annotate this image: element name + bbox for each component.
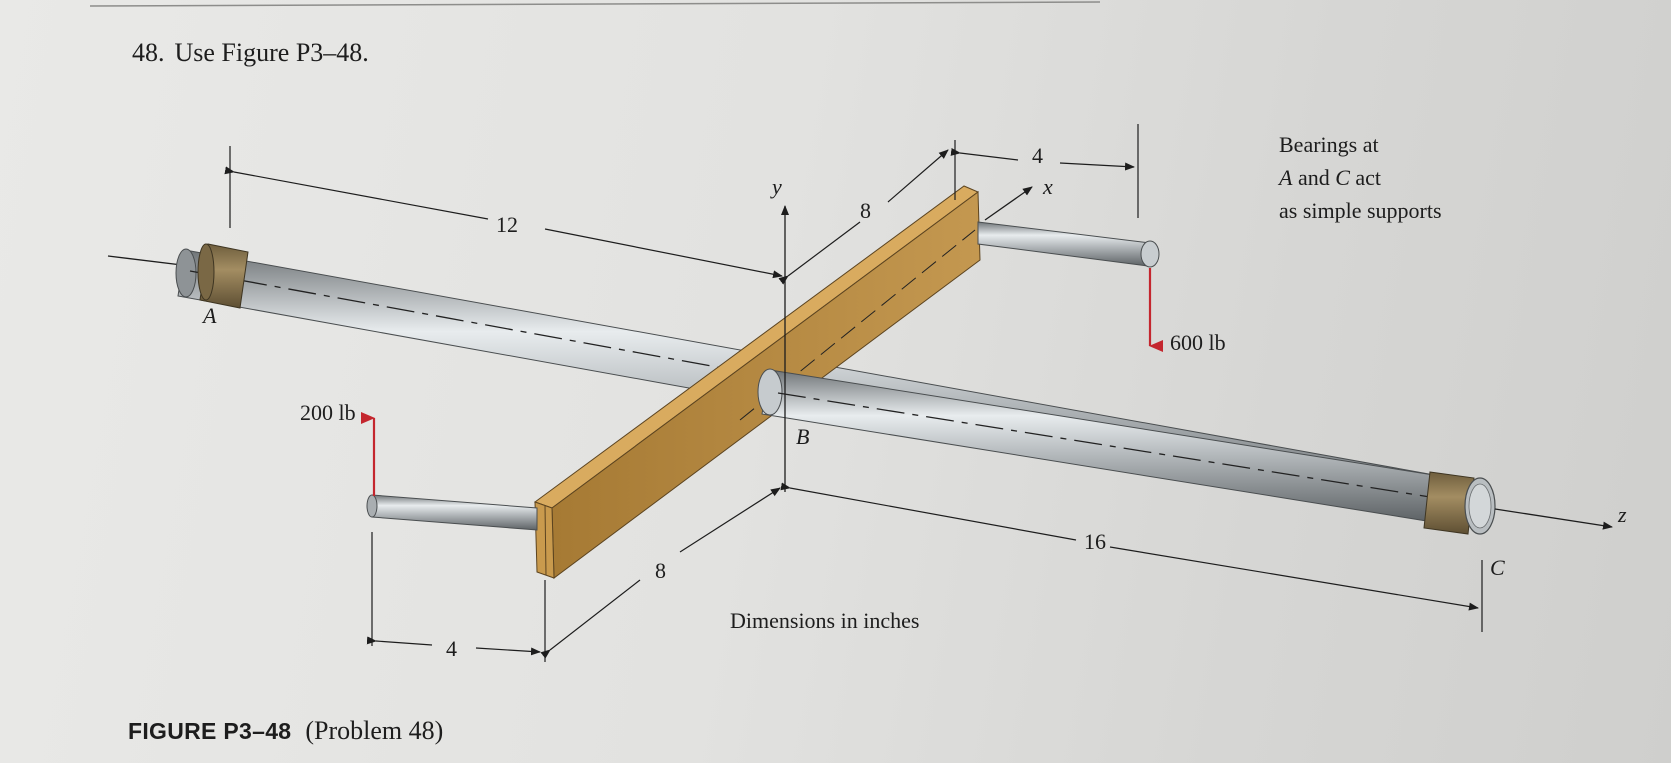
dim-16-label: 16	[1084, 529, 1106, 554]
bearing-note-line1: Bearings at	[1279, 132, 1379, 157]
load-200-label: 200 lb	[300, 400, 356, 425]
point-c-label: C	[1490, 555, 1505, 580]
point-b-label: B	[796, 424, 809, 449]
dim-8-bottom-label: 8	[655, 558, 666, 583]
bearing-note-c: C	[1335, 165, 1350, 190]
bearing-note-line2: A and C act	[1279, 161, 1442, 194]
bearing-a	[197, 243, 249, 309]
problem-statement: 48. Use Figure P3–48.	[132, 38, 369, 68]
left-arm	[366, 494, 538, 531]
top-rule	[89, 1, 1101, 7]
load-600-label: 600 lb	[1170, 330, 1226, 355]
figure-caption: FIGURE P3–48 (Problem 48)	[128, 716, 443, 746]
figure-label: FIGURE P3–48	[128, 718, 292, 744]
dim-4-bottom-label: 4	[446, 636, 457, 661]
point-a-label: A	[201, 303, 217, 328]
z-axis-arrow	[1494, 508, 1613, 530]
bearing-c	[1423, 471, 1496, 535]
problem-text: Use Figure P3–48.	[174, 38, 369, 67]
dimensions-note: Dimensions in inches	[730, 608, 919, 633]
bearing-note-and: and	[1292, 165, 1336, 190]
right-arm	[977, 221, 1160, 268]
dimension-lines	[224, 124, 1483, 662]
bearing-note: Bearings at A and C act as simple suppor…	[1279, 128, 1442, 227]
dim-4-top-label: 4	[1032, 143, 1043, 168]
problem-number: 48.	[132, 38, 165, 67]
bearing-note-act: act	[1349, 165, 1382, 190]
dim-12-label: 12	[496, 212, 518, 237]
y-axis-label: y	[770, 174, 782, 199]
x-axis-arrow	[984, 186, 1033, 221]
bearing-note-line3: as simple supports	[1279, 198, 1442, 223]
x-axis-label: x	[1042, 174, 1053, 199]
z-axis-label: z	[1617, 502, 1627, 527]
figure-caption-text: (Problem 48)	[305, 716, 444, 745]
dim-8-top-label: 8	[860, 198, 871, 223]
shaft-front-segment	[757, 368, 1441, 523]
bearing-note-a: A	[1279, 165, 1293, 190]
